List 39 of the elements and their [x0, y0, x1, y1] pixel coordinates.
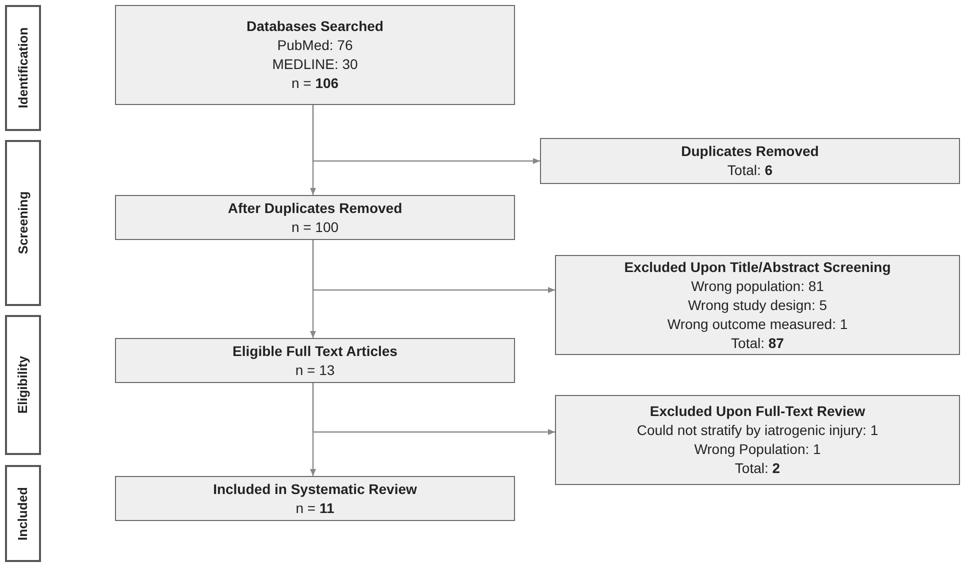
- process-box: [555, 395, 960, 485]
- stage-label: Eligibility: [14, 356, 32, 414]
- process-box: [115, 476, 515, 521]
- box-text: Wrong Population: 1: [694, 440, 821, 459]
- box-text: Wrong population: 81: [691, 276, 824, 296]
- stage-label: Screening: [14, 192, 32, 254]
- process-box: [555, 255, 960, 355]
- box-heading: Excluded Upon Full-Text Review: [650, 402, 866, 421]
- box-heading: Databases Searched: [246, 17, 384, 36]
- arrow: [312, 383, 555, 435]
- process-box: [115, 338, 515, 383]
- box-heading: After Duplicates Removed: [228, 198, 402, 218]
- process-box: [115, 195, 515, 240]
- box-text: PubMed: 76: [277, 36, 353, 55]
- arrow: [312, 240, 555, 293]
- stage-label: Identification: [14, 28, 32, 108]
- stage-band: [5, 140, 41, 306]
- box-text: Total: 2: [734, 459, 780, 478]
- stage-label: Included: [14, 486, 32, 540]
- box-text: Total: 87: [731, 334, 784, 352]
- box-heading: Excluded Upon Title/Abstract Screening: [624, 258, 891, 276]
- stage-band: [5, 5, 41, 131]
- box-heading: Duplicates Removed: [681, 142, 819, 161]
- stage-band: [5, 465, 41, 562]
- stage-band: [5, 315, 41, 455]
- box-text: Total: 6: [727, 161, 773, 180]
- process-box: [540, 138, 960, 184]
- box-text: n = 11: [296, 498, 334, 518]
- box-text: Wrong outcome measured: 1: [667, 314, 848, 334]
- box-text: Wrong study design: 5: [688, 296, 828, 314]
- arrow: [312, 105, 540, 164]
- box-text: n = 100: [291, 218, 339, 236]
- box-heading: Eligible Full Text Articles: [232, 342, 398, 360]
- box-text: n = 13: [295, 360, 335, 380]
- box-text: n = 106: [291, 74, 339, 93]
- box-text: Could not stratify by iatrogenic injury: 1: [636, 421, 878, 440]
- box-heading: Included in Systematic Review: [213, 480, 417, 498]
- process-box: [115, 5, 515, 105]
- box-text: MEDLINE: 30: [272, 55, 358, 74]
